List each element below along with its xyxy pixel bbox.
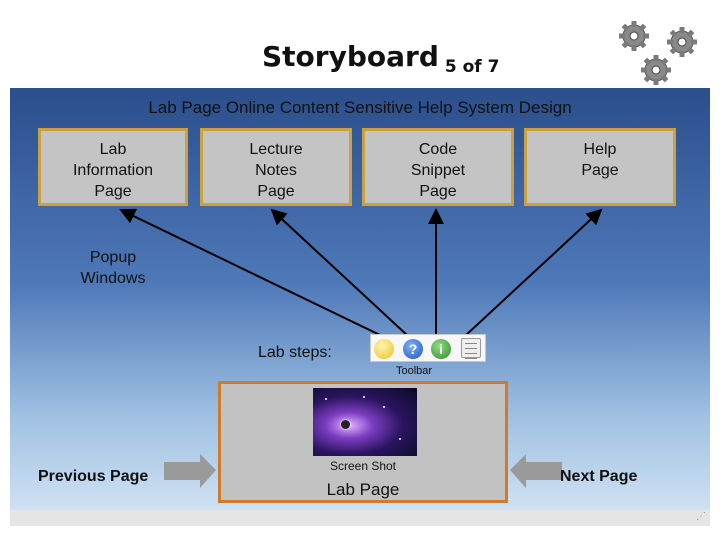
next-page-label[interactable]: Next Page [560, 468, 638, 485]
star-dot [399, 438, 401, 440]
code-snippet-page-box[interactable]: Code Snippet Page [362, 128, 514, 206]
lab-information-page-box[interactable]: Lab Information Page [38, 128, 188, 206]
help-page-box[interactable]: Help Page [524, 128, 676, 206]
lightbulb-icon[interactable] [374, 339, 394, 359]
popup-windows-label: Popup Windows [80, 249, 146, 287]
resize-grip-icon: ⋰ [696, 511, 706, 522]
lab-page-label: Lab Page [326, 480, 400, 499]
lecture-notes-page-box[interactable]: Lecture Notes Page [200, 128, 352, 206]
header-area [0, 0, 720, 88]
page-indicator: 5 of 7 [444, 57, 500, 77]
lab-steps-label: Lab steps: [258, 344, 332, 361]
screenshot-caption: Screen Shot [329, 459, 397, 473]
box-label: Lecture Notes Page [249, 141, 303, 200]
previous-page-label[interactable]: Previous Page [38, 468, 149, 485]
slide-subtitle: Lab Page Online Content Sensitive Help S… [148, 98, 572, 117]
toolbar: ? i [370, 334, 486, 362]
star-dot [325, 398, 327, 400]
star-dot [363, 396, 365, 398]
star-dot [383, 406, 385, 408]
box-label: Lab Information Page [72, 141, 154, 200]
lab-page-box: Screen Shot Lab Page [218, 381, 508, 503]
box-label: Help Page [581, 141, 619, 179]
box-label: Code Snippet Page [410, 141, 466, 200]
toolbar-caption: Toolbar [396, 365, 433, 377]
info-icon[interactable]: i [431, 339, 451, 359]
footer-bar [10, 510, 710, 526]
notes-icon[interactable] [461, 338, 481, 359]
screenshot-image [313, 388, 417, 456]
planet-shape [341, 420, 350, 429]
question-icon[interactable]: ? [403, 339, 423, 359]
gears-icon [618, 20, 698, 86]
title-text: Storyboard [262, 40, 439, 73]
